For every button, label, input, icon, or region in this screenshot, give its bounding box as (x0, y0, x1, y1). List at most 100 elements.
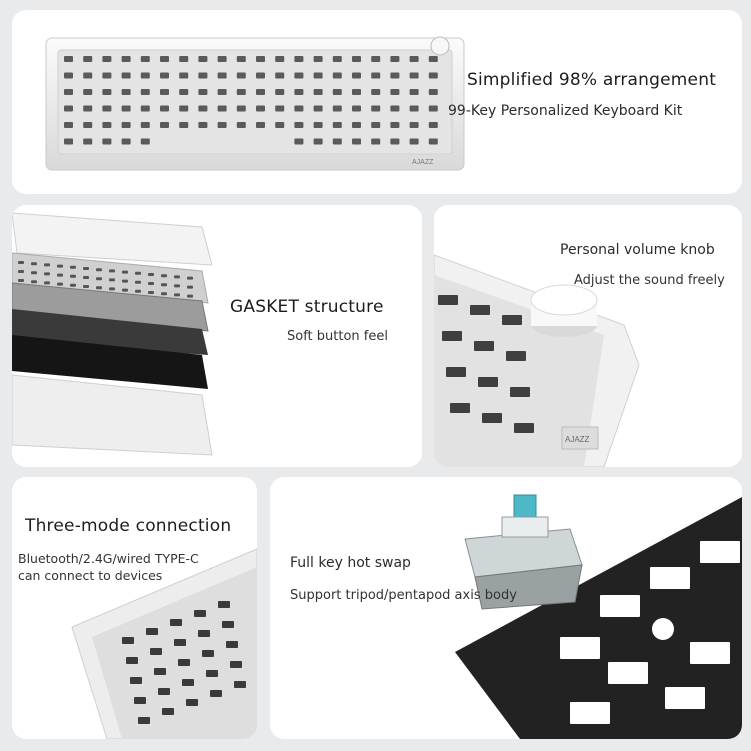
key-socket (217, 72, 227, 79)
key-socket (275, 105, 285, 112)
key-socket (198, 630, 210, 637)
plate-hole (44, 281, 50, 285)
key-socket (234, 681, 246, 688)
top-title: Simplified 98% arrangement (467, 70, 717, 90)
key-socket (178, 659, 190, 666)
plate-hole (109, 287, 115, 291)
key-socket (179, 105, 189, 112)
key-socket (230, 661, 242, 668)
brand-mark: AJAZZ (412, 159, 434, 166)
key-socket (275, 89, 285, 95)
plate-hole (109, 269, 115, 273)
key-socket (160, 72, 169, 79)
key-socket (140, 72, 150, 79)
key-socket (140, 105, 150, 112)
key-socket (198, 122, 208, 128)
plate-hole (31, 271, 37, 275)
plate-hole (148, 273, 154, 276)
key-socket (130, 677, 142, 684)
key-socket (64, 72, 73, 79)
mechanical-switch (464, 494, 583, 610)
key-socket (160, 56, 169, 62)
key-socket (83, 72, 93, 79)
key-socket (121, 122, 131, 128)
key-socket (371, 72, 381, 79)
key-socket (218, 601, 230, 608)
key-socket (294, 122, 304, 128)
plate-hole (18, 279, 24, 282)
key-socket (313, 72, 323, 79)
plate-hole (174, 275, 180, 279)
key-socket (352, 72, 361, 79)
key-socket (160, 89, 169, 95)
hotswap-subtitle: Support tripod/pentapod axis body (290, 588, 517, 603)
key-socket (313, 105, 323, 112)
key-socket (256, 122, 265, 128)
key-socket (313, 122, 323, 128)
key-socket (438, 295, 458, 305)
plate-hole (187, 285, 193, 289)
key-socket (256, 105, 265, 112)
key-socket (140, 56, 150, 62)
key-socket (121, 72, 131, 79)
key-socket (478, 377, 498, 387)
plate-hole (96, 277, 102, 281)
plate-hole (70, 265, 76, 269)
key-socket (446, 367, 466, 377)
key-socket (83, 105, 93, 112)
plate-hole (18, 270, 24, 273)
plate-hole (148, 291, 154, 294)
hot-swap-plate-image (455, 494, 742, 739)
key-socket (210, 690, 222, 697)
key-socket (294, 105, 304, 112)
key-socket (126, 657, 138, 664)
key-socket (198, 89, 208, 95)
plate-hole (70, 274, 76, 278)
key-socket (371, 89, 381, 95)
key-socket (390, 122, 400, 128)
panel-gasket: GASKET structure Soft button feel (12, 205, 422, 467)
key-socket (83, 122, 93, 128)
key-socket (332, 72, 342, 79)
plate-cutout (570, 702, 610, 724)
plate-hole (174, 284, 180, 288)
key-socket (179, 122, 189, 128)
plate-cutout (690, 642, 730, 664)
key-socket (409, 89, 419, 95)
key-socket (121, 138, 131, 145)
key-socket (160, 105, 169, 112)
key-socket (482, 413, 502, 423)
key-socket (138, 717, 150, 724)
plate-hole (96, 268, 102, 272)
key-socket (442, 331, 462, 341)
plate-hole (161, 292, 167, 296)
plate-hole (57, 282, 63, 286)
keyboard-kit-image: AJAZZ (45, 36, 465, 171)
key-socket (514, 423, 534, 433)
key-socket (275, 122, 285, 128)
plate-hole (122, 279, 128, 283)
key-socket (332, 56, 342, 62)
key-socket (428, 56, 438, 62)
plate-hole (44, 263, 50, 267)
key-socket (121, 89, 131, 95)
key-socket (313, 138, 323, 145)
knob-brand-mark: AJAZZ (565, 435, 590, 444)
key-socket (352, 122, 361, 128)
key-socket (409, 138, 419, 145)
plate-hole (96, 286, 102, 290)
plate-hole (135, 271, 141, 275)
key-socket (470, 305, 490, 315)
key-socket (64, 105, 73, 112)
key-socket (64, 56, 73, 62)
key-socket (102, 138, 112, 145)
key-socket (294, 138, 304, 145)
plate-hole (148, 282, 154, 285)
key-socket (332, 89, 342, 95)
key-socket (83, 56, 93, 62)
hotswap-title: Full key hot swap (290, 555, 411, 571)
key-socket (64, 138, 73, 145)
key-socket (217, 89, 227, 95)
plate-hole (174, 293, 180, 297)
key-socket (409, 56, 419, 62)
